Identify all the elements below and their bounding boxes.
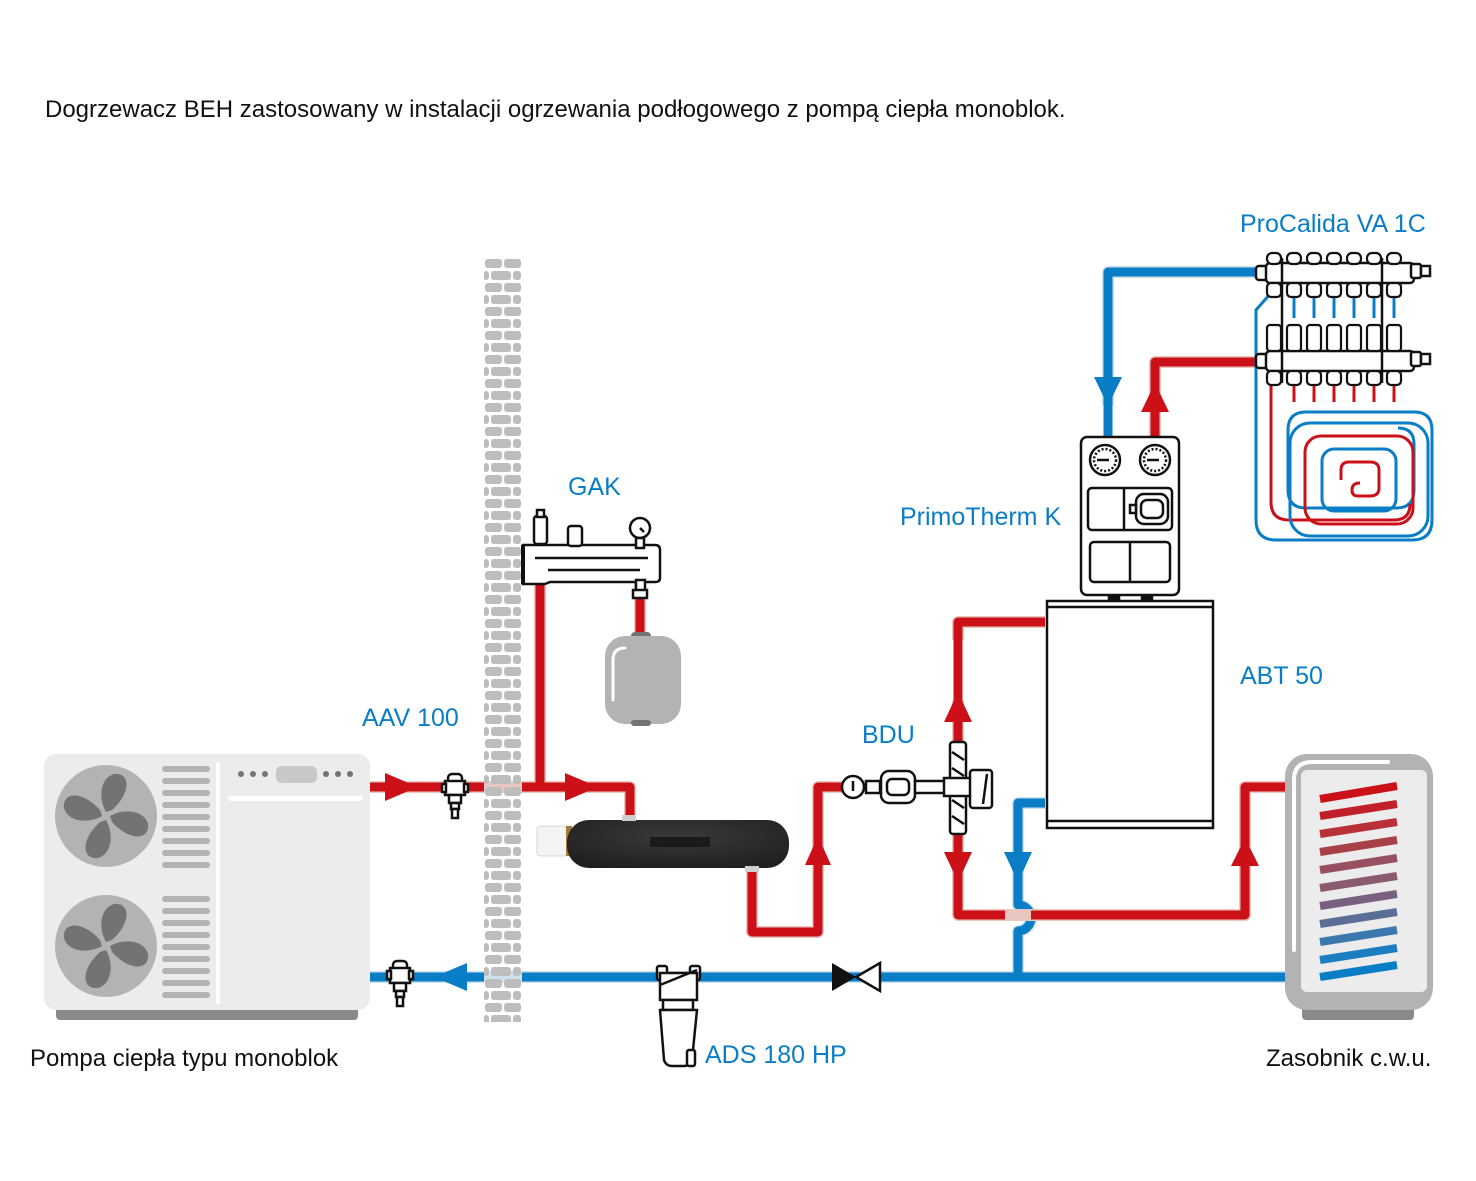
fan-icon [55, 765, 157, 867]
arrow-down-icon [944, 852, 972, 882]
coil [1319, 782, 1398, 981]
heat-pump-icon[interactable] [44, 754, 370, 1020]
label-dhw-tank: Zasobnik c.w.u. [1266, 1045, 1432, 1072]
label-abt: ABT 50 [1240, 662, 1323, 690]
arrow-up-icon [1141, 383, 1169, 412]
arrow-up-icon [805, 836, 831, 865]
dhw-tank-icon[interactable] [1285, 754, 1433, 1020]
manifold-icon[interactable] [1254, 251, 1434, 542]
vent-grille [162, 766, 210, 998]
arrow-up-icon [944, 692, 972, 722]
manifold-outlets [1265, 251, 1403, 402]
arrow-down-icon [1094, 377, 1122, 406]
arrow-right-icon [385, 773, 418, 801]
buffer-tank-icon[interactable] [1045, 599, 1215, 830]
pump-group-icon[interactable] [1079, 435, 1181, 602]
label-ads: ADS 180 HP [705, 1041, 847, 1069]
label-heat-pump: Pompa ciepła typu monoblok [30, 1045, 339, 1072]
label-primotherm: PrimoTherm K [900, 503, 1062, 531]
brick-wall-icon [484, 258, 522, 1022]
fan-icon [55, 895, 157, 997]
aav-valve-icon[interactable] [385, 959, 415, 1008]
flow-arrows [385, 377, 1259, 991]
label-procalida: ProCalida VA 1C [1240, 210, 1426, 238]
arrow-down-icon [1004, 852, 1032, 882]
expansion-vessel-icon[interactable] [605, 632, 681, 726]
label-aav: AAV 100 [362, 704, 459, 732]
label-bdu: BDU [862, 721, 915, 749]
diagram-title: Dogrzewacz BEH zastosowany w instalacji … [45, 96, 1066, 123]
label-gak: GAK [568, 473, 621, 501]
electric-heater-icon[interactable] [536, 815, 789, 872]
aav-valve-icon[interactable] [440, 772, 470, 820]
dirt-separator-icon[interactable] [655, 964, 702, 1068]
diverter-valve-icon[interactable] [840, 740, 994, 836]
arrow-right-icon [565, 773, 598, 801]
arrow-left-icon [434, 963, 467, 991]
ball-valve-icon[interactable] [832, 960, 882, 994]
arrow-up-icon [1231, 838, 1259, 866]
safety-group-icon[interactable] [521, 508, 662, 600]
